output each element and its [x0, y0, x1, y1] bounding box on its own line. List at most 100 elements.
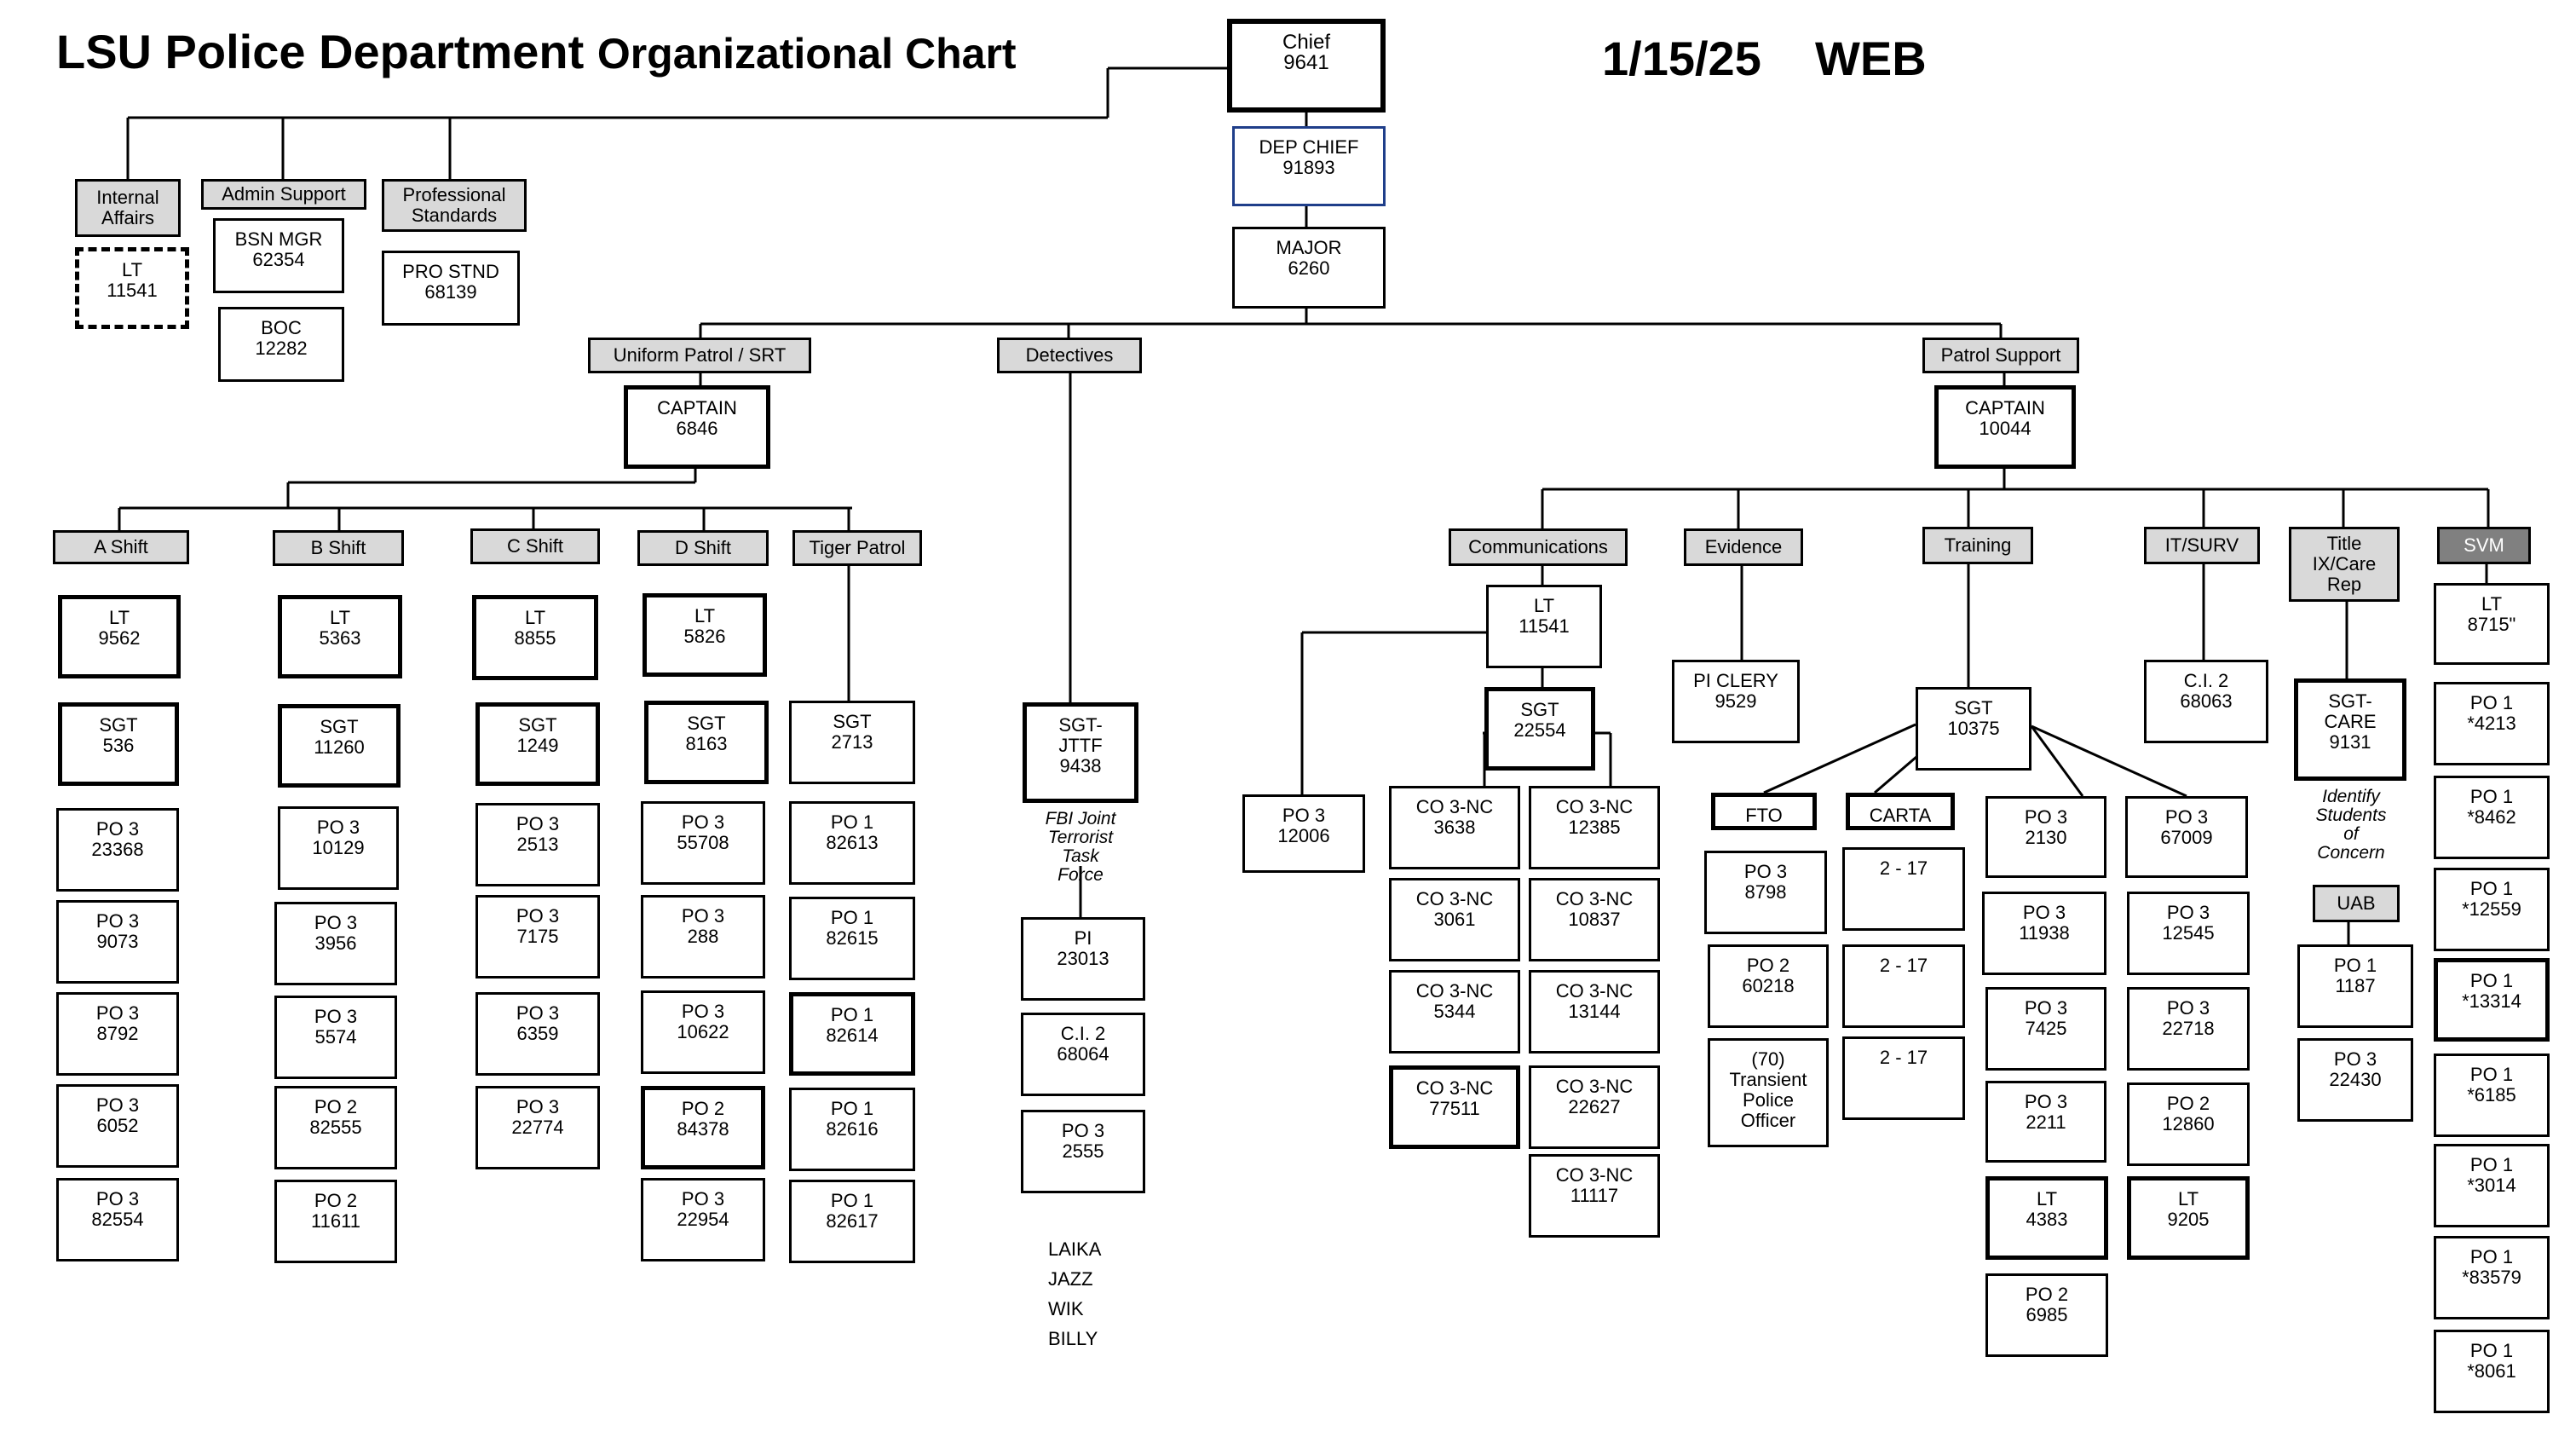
c-shift-officer: PO 3 7175 [475, 895, 600, 979]
fto-transient-officer: (70) Transient Police Officer [1708, 1038, 1829, 1147]
svm-officer: PO 1 *83579 [2434, 1236, 2550, 1319]
it-surv-header: IT/SURV [2144, 527, 2260, 564]
a-shift-officer: PO 3 8792 [56, 992, 179, 1076]
c-shift-officer: PO 3 22774 [475, 1086, 600, 1169]
tiger-patrol-officer: PO 1 82617 [789, 1180, 915, 1263]
professional-standards-header: Professional Standards [382, 179, 527, 232]
training-officer: PO 3 12545 [2127, 892, 2250, 975]
svm-lt: LT 8715" [2434, 583, 2550, 665]
uniform-patrol-captain-box: CAPTAIN 6846 [624, 385, 770, 469]
uab-header: UAB [2313, 885, 2400, 922]
pro-stnd-box: PRO STND 68139 [382, 251, 520, 326]
detectives-header: Detectives [997, 338, 1142, 373]
training-officer: PO 3 2130 [1985, 796, 2106, 878]
b-shift-header: B Shift [273, 530, 404, 566]
tiger-patrol-officer: PO 1 82613 [789, 801, 915, 885]
b-shift-sgt: SGT 11260 [278, 704, 401, 788]
training-header: Training [1922, 527, 2033, 564]
d-shift-officer: PO 2 84378 [641, 1086, 765, 1169]
training-officer: PO 3 67009 [2125, 796, 2248, 878]
tiger-patrol-officer: PO 1 82616 [789, 1088, 915, 1171]
uab-officer: PO 1 1187 [2297, 944, 2413, 1028]
c-shift-officer: PO 3 2513 [475, 803, 600, 886]
communications-co: CO 3-NC 13144 [1529, 970, 1660, 1054]
c-shift-header: C Shift [470, 528, 600, 564]
evidence-header: Evidence [1684, 528, 1803, 566]
d-shift-officer: PO 3 22954 [641, 1178, 765, 1261]
bsn-mgr-box: BSN MGR 62354 [213, 218, 344, 293]
fbi-task-force-note: FBI Joint Terrorist Task Force [1045, 809, 1116, 885]
b-shift-officer: PO 3 10129 [278, 806, 399, 890]
training-officer: PO 2 12860 [2127, 1082, 2250, 1166]
carta-slot: 2 - 17 [1842, 847, 1965, 931]
tiger-patrol-header: Tiger Patrol [792, 530, 922, 566]
major-box: MAJOR 6260 [1232, 227, 1386, 309]
communications-co: CO 3-NC 22627 [1529, 1065, 1660, 1149]
b-shift-officer: PO 2 82555 [274, 1086, 397, 1169]
svm-officer: PO 1 *3014 [2434, 1144, 2550, 1227]
svm-officer: PO 1 *8061 [2434, 1330, 2550, 1413]
c-shift-officer: PO 3 6359 [475, 992, 600, 1076]
b-shift-officer: PO 2 11611 [274, 1180, 397, 1263]
training-officer: PO 3 11938 [1982, 892, 2106, 975]
communications-co: CO 3-NC 10837 [1529, 878, 1660, 961]
communications-co: CO 3-NC 5344 [1389, 970, 1520, 1054]
pi-clery-box: PI CLERY 9529 [1672, 660, 1800, 743]
page-title: LSU Police Department Organizational Cha… [56, 24, 1017, 79]
detectives-sgt-jttf: SGT- JTTF 9438 [1023, 702, 1138, 803]
chart-tag: WEB [1815, 32, 1927, 85]
communications-officer: PO 3 12006 [1242, 794, 1365, 873]
tiger-patrol-officer: PO 1 82615 [789, 897, 915, 980]
svm-officer: PO 1 *12559 [2434, 868, 2550, 951]
connector-line [2030, 725, 2084, 797]
fto-officer: PO 2 60218 [1708, 944, 1829, 1028]
training-lt: LT 4383 [1985, 1176, 2108, 1260]
communications-sgt: SGT 22554 [1484, 687, 1595, 771]
k9-name: WIK [1048, 1298, 1084, 1319]
communications-co: CO 3-NC 12385 [1529, 786, 1660, 869]
uniform-patrol-header: Uniform Patrol / SRT [588, 338, 811, 373]
d-shift-header: D Shift [637, 530, 769, 566]
carta-slot: 2 - 17 [1842, 944, 1965, 1028]
title-bold: LSU Police Department [56, 25, 585, 78]
d-shift-sgt: SGT 8163 [644, 701, 769, 784]
detectives-pi: PI 23013 [1021, 917, 1145, 1001]
fto-header: FTO [1711, 793, 1817, 830]
admin-support-header: Admin Support [201, 179, 366, 210]
communications-header: Communications [1449, 528, 1628, 566]
svm-officer: PO 1 *6185 [2434, 1054, 2550, 1137]
uab-officer: PO 3 22430 [2297, 1038, 2413, 1122]
detectives-officer: PO 3 2555 [1021, 1110, 1145, 1193]
identify-students-note: Identify Students of Concern [2315, 787, 2387, 863]
communications-co: CO 3-NC 11117 [1529, 1154, 1660, 1238]
communications-co: CO 3-NC 77511 [1389, 1065, 1520, 1149]
communications-co: CO 3-NC 3061 [1389, 878, 1520, 961]
detectives-ci: C.I. 2 68064 [1021, 1013, 1145, 1096]
b-shift-lt: LT 5363 [278, 595, 402, 678]
tiger-patrol-officer: PO 1 82614 [789, 992, 915, 1076]
svm-officer: PO 1 *8462 [2434, 776, 2550, 859]
title-rest: Organizational Chart [596, 30, 1017, 78]
fto-officer: PO 3 8798 [1704, 851, 1827, 934]
boc-box: BOC 12282 [218, 307, 344, 382]
training-officer: PO 3 2211 [1985, 1081, 2106, 1163]
tiger-patrol-sgt: SGT 2713 [789, 701, 915, 784]
k9-list: LAIKA JAZZ WIK BILLY [1048, 1234, 1101, 1354]
svm-officer: PO 1 *4213 [2434, 682, 2550, 765]
b-shift-officer: PO 3 3956 [274, 902, 397, 985]
a-shift-officer: PO 3 9073 [56, 900, 179, 984]
d-shift-officer: PO 3 288 [641, 895, 765, 979]
carta-slot: 2 - 17 [1842, 1036, 1965, 1120]
chief-box: Chief 9641 [1227, 19, 1386, 113]
ia-lt-box: LT 11541 [75, 247, 189, 329]
internal-affairs-header: Internal Affairs [75, 179, 181, 237]
connector-line [2031, 724, 2187, 798]
c-shift-sgt: SGT 1249 [475, 702, 600, 786]
c-shift-lt: LT 8855 [472, 595, 598, 680]
training-lt: LT 9205 [2127, 1176, 2250, 1260]
svm-officer: PO 1 *13314 [2434, 958, 2550, 1042]
a-shift-header: A Shift [53, 530, 189, 564]
sgt-care-box: SGT- CARE 9131 [2294, 678, 2406, 781]
training-officer: PO 3 7425 [1985, 987, 2106, 1071]
